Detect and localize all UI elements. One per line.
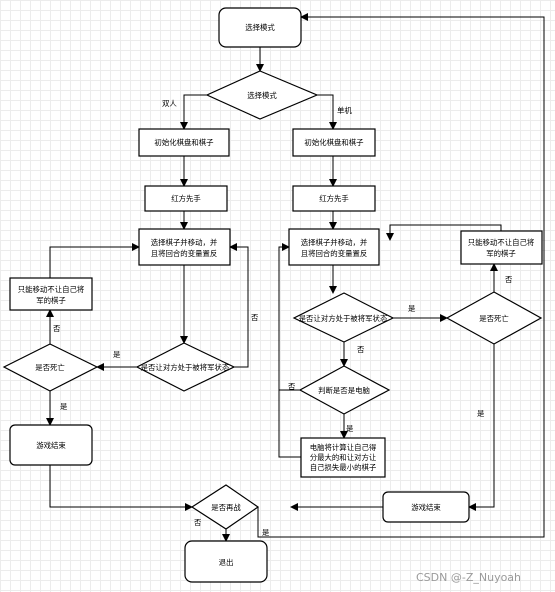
init-left-node — [138, 128, 230, 157]
check-right-decision — [292, 292, 395, 343]
check-left-decision — [135, 342, 236, 392]
dead-right-decision — [445, 291, 543, 345]
edges — [46, 13, 545, 542]
select-move-right-line2: 且将回合的变量置反 — [301, 249, 368, 258]
only-move-left-line2: 军的棋子 — [36, 296, 66, 305]
game-over-left-label: 游戏结束 — [36, 441, 66, 450]
dead-right-label: 是否死亡 — [479, 314, 509, 323]
only-move-right-line2: 军的棋子 — [486, 249, 516, 258]
game-over-right-node — [382, 491, 470, 523]
select-move-left-node — [138, 228, 231, 266]
computer-calc-line3: 自己损失最小的棋子 — [310, 463, 377, 472]
mode-decision — [205, 70, 319, 120]
game-over-right-label: 游戏结束 — [411, 503, 441, 512]
computer-calc-line1: 电脑将计算让自己得 — [310, 443, 377, 452]
init-right-node — [292, 128, 376, 157]
init-left-label: 初始化棋盘和棋子 — [154, 138, 214, 147]
label-computer-yes: 是 — [346, 424, 354, 433]
label-two-player: 双人 — [162, 99, 177, 108]
label-replay-no: 否 — [194, 518, 202, 527]
edge-replay-yes-to-start — [257, 13, 545, 538]
start-node-label: 选择模式 — [245, 23, 275, 32]
edge-only-right-to-select — [386, 224, 502, 241]
edge-mode-to-left — [180, 94, 207, 130]
only-move-right-node — [460, 230, 543, 265]
edge-dead-right-yes-to-over — [468, 344, 495, 511]
edge-calc-to-select — [278, 247, 301, 458]
label-single: 单机 — [337, 106, 352, 115]
is-computer-decision — [298, 365, 391, 415]
computer-calc-node — [300, 437, 386, 478]
label-right-check-no: 否 — [357, 345, 365, 354]
check-left-label: 是否让对方处于被将军状态 — [141, 363, 230, 372]
exit-label: 退出 — [219, 558, 234, 567]
dead-left-decision — [2, 343, 99, 392]
init-right-label: 初始化棋盘和棋子 — [304, 138, 364, 147]
nodes: 选择模式 选择模式 初始化棋盘和棋子 初始化棋盘和棋子 红方先手 红方先手 选择… — [2, 7, 543, 583]
label-left-dead-yes: 是 — [60, 402, 68, 411]
is-computer-label: 判断是否是电脑 — [318, 386, 370, 395]
mode-decision-label: 选择模式 — [247, 91, 277, 100]
red-first-left-node — [144, 185, 228, 212]
replay-label: 是否再战 — [211, 503, 241, 512]
select-move-left-line1: 选择棋子并移动，并 — [151, 238, 218, 247]
only-move-left-node — [9, 277, 93, 311]
red-first-right-label: 红方先手 — [319, 194, 349, 203]
select-move-left-line2: 且将回合的变量置反 — [151, 249, 218, 258]
edge-check-left-no-loop — [229, 243, 249, 368]
select-move-right-node — [288, 228, 380, 266]
red-first-right-node — [292, 185, 376, 212]
game-over-left-node — [9, 424, 93, 466]
label-left-check-no: 否 — [251, 313, 259, 322]
label-right-dead-no: 否 — [505, 275, 513, 284]
edge-over-left-to-replay — [49, 465, 193, 511]
label-right-dead-yes: 是 — [477, 409, 485, 418]
start-node — [218, 7, 302, 48]
red-first-left-label: 红方先手 — [171, 194, 201, 203]
edge-only-left-to-select — [49, 243, 140, 278]
watermark-text: CSDN @-Z_Nuyoah — [416, 571, 521, 584]
label-right-check-yes: 是 — [408, 304, 416, 313]
label-left-dead-no: 否 — [53, 324, 61, 333]
replay-decision — [190, 484, 260, 530]
check-right-label: 是否让对方处于被将军状态 — [299, 314, 388, 323]
label-computer-no: 否 — [288, 382, 296, 391]
select-move-right-line1: 选择棋子并移动，并 — [301, 238, 368, 247]
computer-calc-line2: 分最大的和让对方让 — [310, 453, 377, 462]
exit-node — [184, 540, 268, 583]
only-move-right-line1: 只能移动不让自己将 — [468, 238, 535, 247]
label-replay-yes: 是 — [262, 528, 270, 537]
label-left-check-yes: 是 — [113, 350, 121, 359]
edge-mode-to-right — [317, 94, 337, 130]
only-move-left-line1: 只能移动不让自己将 — [18, 285, 85, 294]
edge-labels: 双人 单机 否 否 是 是 是 否 否 否 是 是 否 是 — [53, 99, 513, 537]
dead-left-label: 是否死亡 — [35, 363, 65, 372]
